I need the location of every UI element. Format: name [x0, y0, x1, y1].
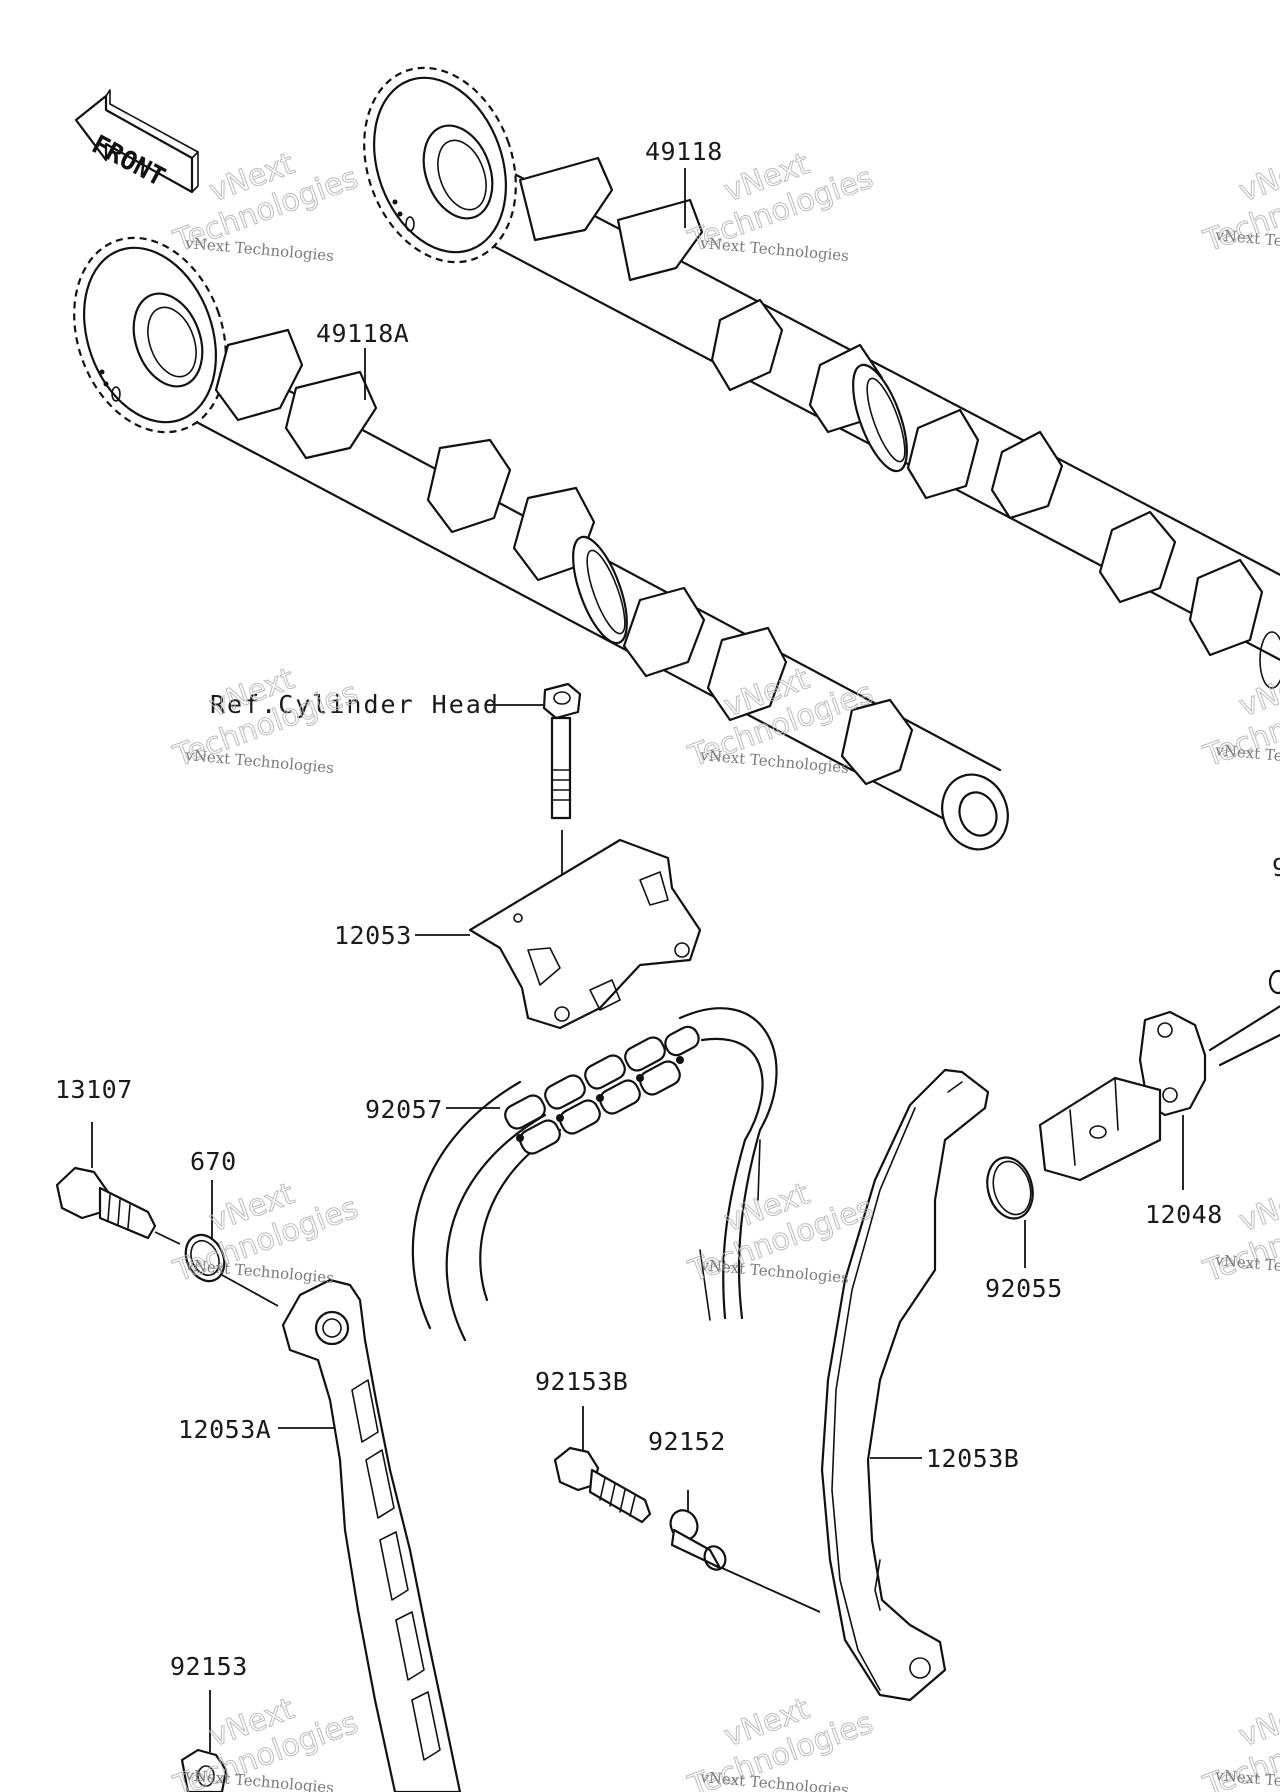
bolt-12053-mount: [542, 682, 582, 1012]
chain-guide-12053: [468, 838, 702, 1030]
washer-670: [184, 1180, 279, 1307]
label-92055: 92055: [985, 1274, 1063, 1303]
camshaft-exhaust: [363, 66, 1280, 689]
label-49118: 49118: [645, 137, 723, 166]
chain-guide-12053B: [820, 1068, 990, 1702]
label-49118A: 49118A: [316, 319, 409, 348]
collar-92152: [669, 1490, 821, 1613]
label-ref-cylinder-head: Ref.Cylinder Head: [210, 690, 500, 719]
camshaft-intake: [73, 236, 1009, 851]
label-12053A: 12053A: [178, 1415, 271, 1444]
label-92153: 92153: [170, 1652, 248, 1681]
label-13107: 13107: [55, 1075, 133, 1104]
label-edge-cut: 9: [1272, 853, 1280, 882]
bolt-92153: [180, 1690, 228, 1792]
watermark-text: vNext Technologies: [184, 234, 335, 265]
o-ring-92055: [986, 1156, 1034, 1268]
timing-chain-92057: [411, 1007, 778, 1342]
front-arrow-icon: FRONT: [74, 89, 199, 194]
label-12053: 12053: [334, 921, 412, 950]
tensioner-12048: [1038, 969, 1280, 1190]
watermark-text: vNext Technologies: [184, 746, 335, 777]
watermark-text: vNext Technologies: [699, 234, 850, 265]
label-12048: 12048: [1145, 1200, 1223, 1229]
label-92152: 92152: [648, 1427, 726, 1456]
bolt-13107: [55, 1122, 181, 1245]
watermark: vNext Technologies vNext Technologies vN…: [168, 146, 1280, 1792]
watermark-text: vNext Technologies: [699, 746, 850, 777]
bolt-92153B: [553, 1406, 652, 1524]
label-670: 670: [190, 1147, 237, 1176]
label-92057: 92057: [365, 1095, 443, 1124]
label-92153B: 92153B: [535, 1367, 628, 1396]
label-12053B: 12053B: [926, 1444, 1019, 1473]
chain-guide-12053A: [281, 1278, 462, 1792]
